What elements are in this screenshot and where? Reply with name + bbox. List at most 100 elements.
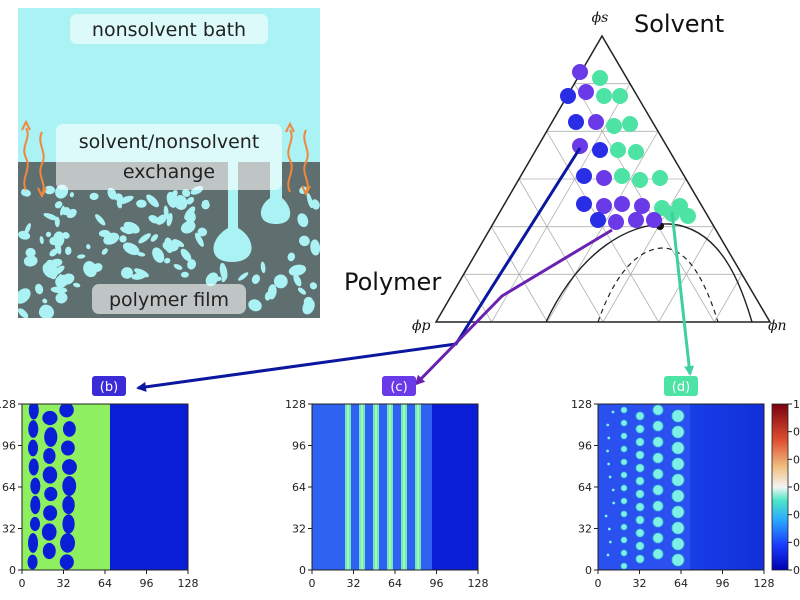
grid-line <box>602 178 687 323</box>
droplet <box>620 510 628 518</box>
droplet <box>608 475 612 479</box>
panel-c-tag: (c) <box>390 380 407 395</box>
droplet <box>305 299 312 307</box>
phi-s-label: ϕs <box>592 10 609 26</box>
droplet <box>18 288 31 304</box>
y-tick-label: 96 <box>578 440 592 453</box>
stripe-core <box>417 404 419 570</box>
domain <box>43 448 56 464</box>
droplet <box>620 432 628 440</box>
droplet <box>248 299 262 312</box>
droplet <box>62 232 70 239</box>
droplet <box>635 476 645 486</box>
droplet <box>635 437 645 447</box>
arrow-to-c <box>414 228 613 386</box>
droplet <box>197 227 208 237</box>
phi-n-label: ϕn <box>768 318 787 334</box>
droplet <box>671 505 685 519</box>
droplet <box>652 452 664 464</box>
droplet <box>635 424 645 434</box>
droplet <box>620 536 628 544</box>
exchange-label-1: solvent/nonsolvent <box>79 131 260 153</box>
droplet <box>187 259 197 270</box>
droplet <box>101 248 108 255</box>
droplet <box>306 192 313 209</box>
droplet <box>95 214 106 226</box>
droplet <box>39 236 44 245</box>
droplet <box>267 284 277 300</box>
x-tick-label: 64 <box>98 577 112 590</box>
droplet <box>113 193 123 202</box>
droplet <box>156 214 167 225</box>
droplet <box>652 404 664 416</box>
colorbar-tick-label: 0 <box>793 564 800 577</box>
droplet <box>604 514 608 518</box>
droplet <box>173 263 183 270</box>
label-box <box>56 124 282 190</box>
droplet <box>310 239 320 256</box>
droplet <box>49 258 63 268</box>
stripe-core <box>389 404 391 570</box>
composition-point <box>608 214 624 230</box>
composition-point <box>578 84 594 100</box>
spinodal-curve <box>597 247 719 323</box>
domain <box>28 533 39 553</box>
domain <box>44 486 58 502</box>
droplet <box>86 244 91 250</box>
domain <box>28 439 39 457</box>
composition-point <box>596 88 612 104</box>
composition-point <box>560 88 576 104</box>
x-tick-label: 128 <box>178 577 199 590</box>
droplet <box>219 262 228 281</box>
domain <box>59 404 74 418</box>
droplet <box>66 208 77 219</box>
x-tick-label: 0 <box>19 577 26 590</box>
droplet <box>180 271 189 278</box>
x-tick-label: 96 <box>716 577 730 590</box>
droplet <box>45 231 52 238</box>
droplet <box>117 195 134 205</box>
droplet <box>620 484 628 492</box>
composition-point <box>568 114 584 130</box>
droplet <box>54 201 63 209</box>
y-tick-label: 32 <box>292 523 306 536</box>
domain <box>59 554 74 570</box>
domain <box>28 458 39 476</box>
droplet <box>18 308 29 318</box>
y-tick-label: 128 <box>571 398 592 411</box>
droplet <box>152 247 165 263</box>
composition-point <box>576 168 592 184</box>
colorbar-tick-label: 0 <box>793 536 800 549</box>
composition-point <box>590 212 606 228</box>
droplet <box>52 231 65 247</box>
x-tick-label: 0 <box>309 577 316 590</box>
droplet <box>620 471 628 479</box>
droplet <box>297 287 307 295</box>
composition-point <box>614 168 630 184</box>
droplet <box>620 419 628 427</box>
droplet <box>671 409 685 423</box>
droplet <box>194 232 204 247</box>
droplet <box>635 541 645 551</box>
droplet <box>620 562 628 570</box>
droplet <box>44 185 55 195</box>
panel-d-tag: (d) <box>672 380 690 395</box>
droplet <box>311 199 320 210</box>
domain <box>27 554 38 570</box>
droplet <box>671 553 685 567</box>
droplet <box>187 223 194 230</box>
domain <box>29 516 40 532</box>
droplet <box>35 283 44 295</box>
droplet <box>620 523 628 531</box>
composition-point <box>588 114 604 130</box>
panel-b-tag: (b) <box>100 380 118 395</box>
colorbar-tick-label: 0 <box>793 453 800 466</box>
composition-point <box>622 116 638 132</box>
droplet <box>635 554 645 564</box>
droplet <box>288 264 307 276</box>
